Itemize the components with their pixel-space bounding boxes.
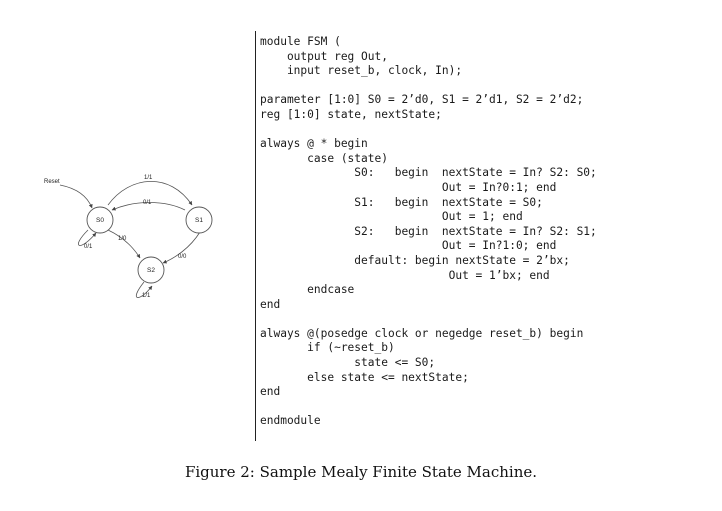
edge-s1-to-s2: [162, 231, 201, 264]
edge-label-s2-self: 1/1: [142, 293, 151, 299]
edge-s1-to-s0: [111, 202, 186, 211]
edge-label-s0-to-s2: 1/0: [118, 236, 127, 242]
code-line: always @(posedge clock or negedge reset_…: [260, 326, 584, 340]
state-s0: [86, 206, 114, 234]
code-line: end: [260, 385, 281, 399]
verilog-code-listing: module FSM ( output reg Out, input reset…: [260, 35, 597, 429]
code-line: if (~reset_b): [260, 341, 395, 355]
code-line: always @ * begin: [260, 137, 368, 151]
code-line: state <= S0;: [260, 356, 436, 370]
code-line: output reg Out,: [260, 49, 388, 63]
reset-label: Reset: [44, 179, 60, 185]
code-line: [260, 123, 267, 136]
code-line: Out = In?1:0; end: [260, 239, 557, 253]
edge-s0-to-s2: [107, 229, 141, 259]
fsm-state-diagram: Reset 1/1 0/1 0/1 1/0 0/0 1/1 S0 S1 S2: [44, 175, 213, 299]
code-divider-line: [255, 31, 256, 441]
code-line: S0: begin nextState = In? S2: S0;: [260, 166, 597, 180]
edge-s0-self-loop: [78, 229, 97, 246]
code-line: S2: begin nextState = In? S2: S1;: [260, 224, 597, 238]
state-s2-label: S2: [147, 267, 155, 274]
edge-label-s1-to-s2: 0/0: [178, 254, 187, 260]
edge-label-s0-self: 0/1: [84, 244, 93, 250]
code-line: endcase: [260, 283, 355, 297]
code-line: parameter [1:0] S0 = 2’d0, S1 = 2’d1, S2…: [260, 93, 584, 107]
code-line: [260, 312, 267, 325]
code-line: input reset_b, clock, In);: [260, 64, 463, 78]
state-s1-label: S1: [195, 217, 203, 224]
code-line: end: [260, 297, 281, 311]
edge-s0-to-s1: [107, 181, 193, 206]
code-line: S1: begin nextState = S0;: [260, 195, 543, 209]
code-line: default: begin nextState = 2’bx;: [260, 253, 570, 267]
state-s2: [137, 256, 165, 284]
code-line: module FSM (: [260, 35, 341, 48]
code-line: [260, 79, 267, 92]
code-line: endmodule: [260, 414, 321, 428]
code-line: Out = 1; end: [260, 210, 523, 224]
code-line: [260, 400, 267, 413]
code-line: case (state): [260, 151, 388, 165]
state-s0-label: S0: [96, 217, 104, 224]
code-line: reg [1:0] state, nextState;: [260, 107, 442, 121]
edge-label-s1-to-s0: 0/1: [143, 200, 152, 206]
state-s1: [185, 206, 213, 234]
figure-caption: Figure 2: Sample Mealy Finite State Mach…: [184, 463, 538, 481]
edge-s2-self-loop: [135, 281, 153, 298]
code-line: Out = In?0:1; end: [260, 180, 557, 194]
code-line: Out = 1’bx; end: [260, 268, 550, 282]
code-line: else state <= nextState;: [260, 370, 469, 384]
reset-arrow: [59, 184, 93, 209]
edge-label-s0-to-s1: 1/1: [144, 175, 153, 181]
